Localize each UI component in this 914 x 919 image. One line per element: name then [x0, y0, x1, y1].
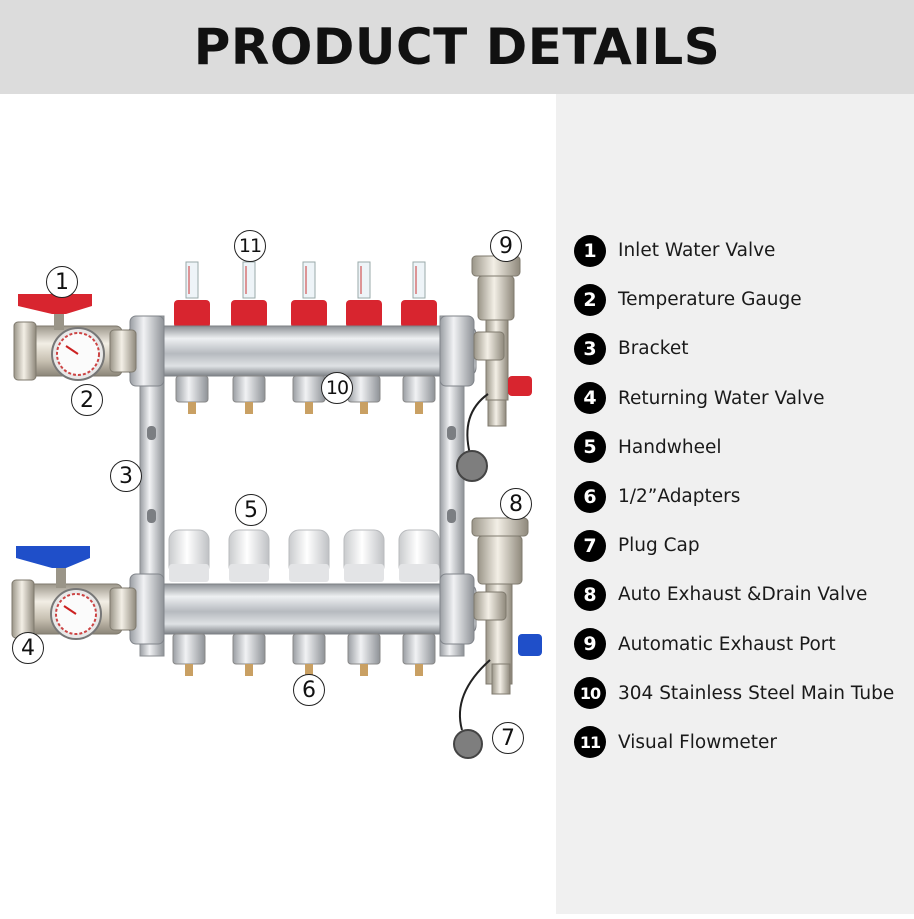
- legend-number-badge: 9: [574, 628, 606, 661]
- header-bar: PRODUCT DETAILS: [0, 0, 914, 94]
- callout-3: 3: [110, 460, 142, 492]
- legend-label: Returning Water Valve: [618, 387, 825, 409]
- callout-1: 1: [46, 266, 78, 298]
- plug-cap: [453, 659, 491, 759]
- auto-exhaust-drain-valve: [471, 517, 542, 695]
- legend-item: 5 Handwheel: [574, 423, 914, 472]
- returning-water-valve: [11, 546, 137, 640]
- callout-11: 11: [234, 230, 266, 262]
- callout-7: 7: [492, 722, 524, 754]
- callout-4: 4: [12, 632, 44, 664]
- adapters-bottom: [172, 633, 436, 676]
- legend-label: Plug Cap: [618, 535, 700, 557]
- legend-number-badge: 8: [574, 578, 606, 611]
- legend-label: Bracket: [618, 338, 689, 360]
- legend-label: Inlet Water Valve: [618, 240, 776, 262]
- legend-item: 6 1/2”Adapters: [574, 472, 914, 521]
- legend-item: 2 Temperature Gauge: [574, 275, 914, 324]
- callout-9: 9: [490, 230, 522, 262]
- main-tube-bottom: [127, 573, 477, 645]
- legend-label: Temperature Gauge: [618, 289, 802, 311]
- flowmeters: [174, 261, 437, 328]
- legend-label: Handwheel: [618, 436, 722, 458]
- legend-item: 3 Bracket: [574, 324, 914, 373]
- legend-number-badge: 10: [574, 677, 606, 710]
- legend-label: Visual Flowmeter: [618, 731, 777, 753]
- callout-6: 6: [293, 674, 325, 706]
- adapters-top: [175, 375, 436, 414]
- legend-number-badge: 3: [574, 332, 606, 365]
- legend-item: 1 Inlet Water Valve: [574, 226, 914, 275]
- handwheels: [168, 529, 440, 582]
- callout-8: 8: [500, 488, 532, 520]
- page-title: PRODUCT DETAILS: [193, 18, 721, 76]
- callout-5: 5: [235, 494, 267, 526]
- legend-label: 1/2”Adapters: [618, 486, 741, 508]
- temperature-gauge: [51, 327, 105, 381]
- legend-label: Automatic Exhaust Port: [618, 633, 836, 655]
- callout-2: 2: [71, 384, 103, 416]
- legend-item: 11 Visual Flowmeter: [574, 718, 914, 767]
- legend-number-badge: 2: [574, 283, 606, 316]
- legend-label: Auto Exhaust &Drain Valve: [618, 584, 868, 606]
- legend-item: 4 Returning Water Valve: [574, 374, 914, 423]
- legend-number-badge: 7: [574, 529, 606, 562]
- legend-item: 10 304 Stainless Steel Main Tube: [574, 669, 914, 718]
- product-diagram: 1 2 3 4 5 6 7 8 9 10 11: [0, 94, 556, 914]
- legend-label: 304 Stainless Steel Main Tube: [618, 682, 895, 704]
- legend-item: 7 Plug Cap: [574, 521, 914, 570]
- legend-number-badge: 6: [574, 480, 606, 513]
- automatic-exhaust-port: [456, 255, 532, 482]
- legend-item: 9 Automatic Exhaust Port: [574, 620, 914, 669]
- legend-panel: [556, 94, 914, 914]
- legend-list: 1 Inlet Water Valve 2 Temperature Gauge …: [574, 226, 914, 767]
- manifold-illustration: [11, 255, 542, 759]
- legend-item: 8 Auto Exhaust &Drain Valve: [574, 570, 914, 619]
- legend-number-badge: 1: [574, 234, 606, 267]
- callout-10: 10: [321, 372, 353, 404]
- legend-number-badge: 5: [574, 431, 606, 464]
- legend-number-badge: 11: [574, 726, 606, 759]
- main-tube-top: [127, 315, 477, 387]
- legend-number-badge: 4: [574, 382, 606, 415]
